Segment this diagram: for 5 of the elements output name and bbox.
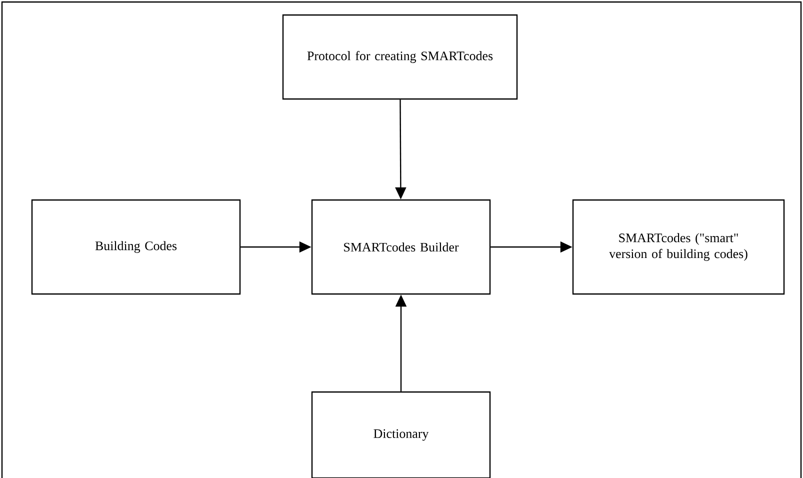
- process-box: Protocol for creating SMARTcodes: [282, 14, 518, 100]
- process-box: Dictionary: [311, 391, 491, 478]
- process-box: SMARTcodes Builder: [311, 199, 491, 295]
- process-box: SMARTcodes ("smart" version of building codes): [572, 199, 785, 295]
- process-box: Building Codes: [31, 199, 241, 295]
